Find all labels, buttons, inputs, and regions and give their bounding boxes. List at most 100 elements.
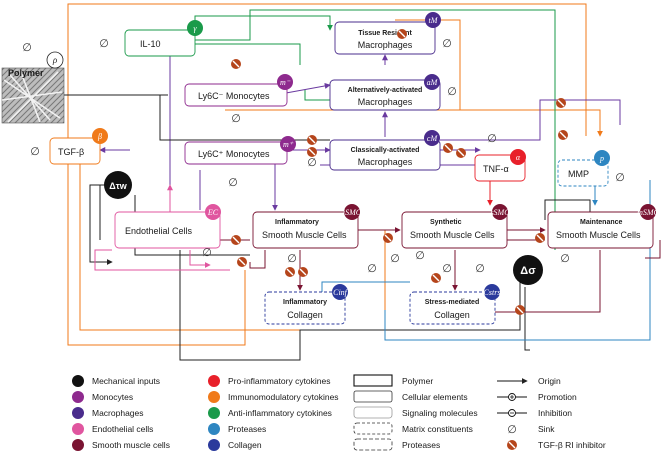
tgf-beta-ri-inhibitor-icon xyxy=(456,148,466,158)
tgf-beta-ri-inhibitor-icon xyxy=(237,257,247,267)
tgf-beta-ri-inhibitor-icon xyxy=(231,235,241,245)
legend-box-proteases xyxy=(353,438,393,451)
tgf-beta-node: TGF-β β ∅ xyxy=(30,128,108,165)
tgf-beta-ri-inhibitor-icon xyxy=(307,135,317,145)
legend-mechanical: Mechanical inputs xyxy=(92,376,160,386)
tgf-beta-ri-inhibitor-icon xyxy=(231,59,241,69)
maintenance-smc-line2: Smooth Muscle Cells xyxy=(556,230,641,240)
sink-icon: ∅ xyxy=(475,262,485,275)
polymer-badge xyxy=(46,51,64,69)
il10-sink: ∅ xyxy=(99,37,109,50)
legend-immunomodulatory: Immunomodulatory cytokines xyxy=(228,392,339,402)
legend-swatch-monocytes xyxy=(72,391,84,403)
tgf-beta-ri-inhibitor-icon xyxy=(285,267,295,277)
delta-sigma-node: Δσ xyxy=(513,255,543,285)
inflammatory-smc-sink: ∅ xyxy=(287,252,297,265)
tissue-resident-line2: Macrophages xyxy=(358,40,413,50)
ly6c-plus-sink: ∅ xyxy=(228,176,238,189)
alt-activated-line1: Alternatively-activated xyxy=(348,87,423,94)
legend-swatch-smc xyxy=(72,439,84,451)
legend-macrophages: Macrophages xyxy=(92,408,144,418)
legend-origin: Origin xyxy=(538,376,561,386)
legend-collagen: Collagen xyxy=(228,440,262,450)
alt-activated-badge: aM xyxy=(427,78,439,87)
sink-icon: ∅ xyxy=(415,249,425,262)
maintenance-smc-node: Maintenance Smooth Muscle Cells mSMC ∅ xyxy=(547,204,660,265)
synthetic-smc-node: Synthetic Smooth Muscle Cells sSMC ∅ xyxy=(390,204,510,265)
legend-polymer: Polymer xyxy=(402,376,433,386)
stress-collagen-line1: Stress-mediated xyxy=(425,299,479,306)
inflammatory-collagen-node: Inflammatory Collagen Cinf xyxy=(264,284,349,325)
tgf-beta-ri-inhibitor-icon xyxy=(383,233,393,243)
tissue-resident-sink: ∅ xyxy=(442,37,452,50)
legend-box-matrix xyxy=(353,422,393,435)
stress-collagen-badge: Cstrs xyxy=(484,288,501,297)
delta-sigma-label: Δσ xyxy=(520,265,536,277)
tgf-beta-ri-inhibitor-icon xyxy=(298,267,308,277)
tissue-resident-line1: Tissue Resident xyxy=(358,30,412,37)
tissue-resident-badge: tM xyxy=(429,16,439,25)
legend-swatch-macrophages xyxy=(72,407,84,419)
ly6c-minus-label: Ly6C⁻ Monocytes xyxy=(198,91,270,101)
legend-box-cellular xyxy=(353,390,393,403)
legend-matrix: Matrix constituents xyxy=(402,424,473,434)
legend-swatch-mechanical xyxy=(72,375,84,387)
ly6c-minus-sink: ∅ xyxy=(231,112,241,125)
legend-signaling: Signaling molecules xyxy=(402,408,478,418)
legend-proteases-color: Proteases xyxy=(228,424,266,434)
alternatively-activated-macrophages-node: Alternatively-activated Macrophages aM ∅ xyxy=(329,74,457,111)
classical-sink: ∅ xyxy=(307,156,317,169)
tgf-beta-ri-inhibitor-icon xyxy=(556,98,566,108)
tgf-beta-sink: ∅ xyxy=(30,145,40,158)
legend-promotion: Promotion xyxy=(538,392,577,402)
mmp-badge: p xyxy=(599,154,604,163)
legend-cellular: Cellular elements xyxy=(402,392,468,402)
endothelial-label: Endothelial Cells xyxy=(125,226,193,236)
stress-collagen-line2: Collagen xyxy=(434,310,470,320)
ly6c-minus-badge: m⁻ xyxy=(280,78,291,87)
inflammatory-smc-badge: iSMC xyxy=(343,208,362,217)
tgf-beta-ri-inhibitor-icon xyxy=(431,273,441,283)
endothelial-sink: ∅ xyxy=(202,246,212,259)
inflammatory-collagen-line1: Inflammatory xyxy=(283,299,327,306)
legend: Mechanical inputs Monocytes Macrophages … xyxy=(72,374,606,451)
tnf-alpha-label: TNF-α xyxy=(483,164,509,174)
inflammatory-collagen-line2: Collagen xyxy=(287,310,323,320)
tnf-alpha-badge: α xyxy=(516,153,521,162)
tgf-beta-ri-inhibitor-icon xyxy=(443,143,453,153)
tgf-beta-ri-inhibitor-icon xyxy=(558,130,568,140)
legend-monocytes: Monocytes xyxy=(92,392,133,402)
classical-line1: Classically-activated xyxy=(351,147,420,154)
legend-swatch-endothelial xyxy=(72,423,84,435)
legend-box-polymer xyxy=(353,374,393,387)
il10-badge: γ xyxy=(193,24,197,33)
tnf-alpha-sink: ∅ xyxy=(487,132,497,145)
tnf-alpha-node: TNF-α α ∅ xyxy=(474,132,526,182)
delta-tau-node: Δτw xyxy=(104,171,132,199)
endothelial-cells-node: Endothelial Cells EC ∅ xyxy=(114,204,221,259)
il10-label: IL-10 xyxy=(140,39,161,49)
delta-tau-label: Δτw xyxy=(109,181,127,191)
polymer-label: Polymer xyxy=(8,68,44,78)
sink-icon: ∅ xyxy=(367,262,377,275)
inflammatory-smc-node: Inflammatory Smooth Muscle Cells iSMC ∅ xyxy=(252,204,362,265)
legend-proinflammatory: Pro-inflammatory cytokines xyxy=(228,376,331,386)
ly6c-plus-badge: m⁺ xyxy=(283,140,294,149)
legend-box-signaling xyxy=(353,406,393,419)
tgf-beta-ri-inhibitor-icon xyxy=(515,305,525,315)
synthetic-smc-line2: Smooth Muscle Cells xyxy=(410,230,495,240)
mmp-node: MMP p ∅ xyxy=(557,150,625,187)
tgf-beta-label: TGF-β xyxy=(58,147,84,157)
il10-node: IL-10 γ ∅ xyxy=(99,20,203,57)
stress-collagen-node: Stress-mediated Collagen Cstrs xyxy=(409,284,501,325)
sink-icon: ∅ xyxy=(442,262,452,275)
tgf-beta-ri-inhibitor-icon xyxy=(307,147,317,157)
extra-sinks: ∅ ∅ ∅ ∅ xyxy=(367,249,485,275)
alt-activated-line2: Macrophages xyxy=(358,97,413,107)
polymer-node: Polymer ρ ∅ xyxy=(1,41,65,124)
legend-inhibitor: TGF-β RI inhibitor xyxy=(538,440,606,450)
ly6c-plus-label: Ly6C⁺ Monocytes xyxy=(198,149,270,159)
inflammatory-collagen-badge: Cinf xyxy=(333,288,349,297)
ly6c-minus-monocytes-node: Ly6C⁻ Monocytes m⁻ ∅ xyxy=(184,74,293,125)
legend-sink: Sink xyxy=(538,424,555,434)
